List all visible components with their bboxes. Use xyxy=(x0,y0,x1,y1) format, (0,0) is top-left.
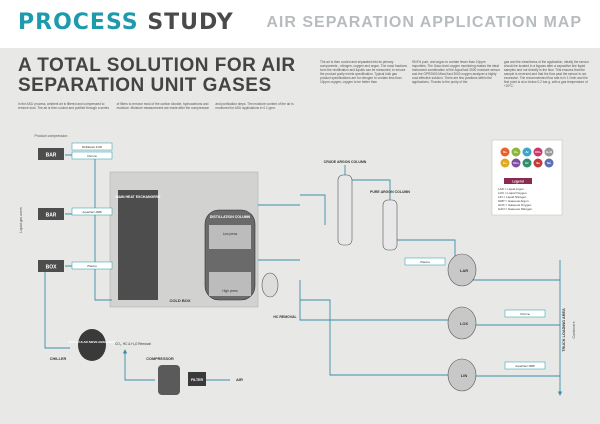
tank-lin[interactable]: LIN xyxy=(447,358,477,392)
legend-chip xyxy=(511,158,521,168)
co2-removal-label: CO₂, HC & H₂O Removal xyxy=(115,342,151,346)
legend-chips: N₂ O₂ Ar CO₂ H₂O H₂ CH₄ Kr Xe Ne xyxy=(500,147,554,168)
instrument-chrome: Chrome xyxy=(87,154,97,158)
legend-chip-label: H₂ xyxy=(503,161,507,165)
crude-argon-label: CRUDE ARGON COLUMN xyxy=(324,160,367,164)
instrument-plasma-lar: Plasma xyxy=(420,260,430,264)
lar-label: LAR xyxy=(460,268,468,273)
instrument-multi-exact: MultiExact 4100 xyxy=(82,145,102,149)
instrument-card-4[interactable]: Plasma xyxy=(71,261,113,270)
sieve-label: MOLECULAR SIEVE ABSORBER xyxy=(69,340,117,344)
bar-unit-2[interactable]: BAR xyxy=(38,208,64,220)
legend-chip xyxy=(544,158,554,168)
legend-item: GAN = Gaseous Nitrogen xyxy=(498,207,532,211)
instrument-cards: MultiExact 4100 Chrome AquaXact 1688 Pla… xyxy=(71,142,546,370)
crude-argon-column[interactable]: CRUDE ARGON COLUMN xyxy=(324,160,367,246)
pure-argon-column[interactable]: PURE ARGON COLUMN xyxy=(370,190,410,251)
heat-exchangers-label: MAIN HEAT EXCHANGERS xyxy=(116,195,162,199)
distillation-label: DISTILLATION COLUMN xyxy=(210,215,251,219)
lox-label: LOX xyxy=(460,321,469,326)
legend-chip xyxy=(522,158,532,168)
instrument-card-5[interactable]: Plasma xyxy=(404,257,446,266)
bar-2-label: BAR xyxy=(46,213,57,219)
instrument-aqua-lin: AquaXact 1688 xyxy=(515,364,535,368)
main-title-line1: A TOTAL SOLUTION FOR AIR xyxy=(18,55,296,76)
legend-chip-label: Kr xyxy=(525,161,529,165)
body-text-col2: 99.5% pure, and argon to contain fewer t… xyxy=(412,60,500,84)
high-press-label: High press xyxy=(222,289,238,293)
instrument-card-2[interactable]: Chrome xyxy=(71,151,113,160)
box-unit[interactable]: BOX xyxy=(38,260,64,272)
cold-box-label: COLD BOX xyxy=(169,298,190,303)
main-title-line2: SEPARATION UNIT GASES xyxy=(18,75,272,96)
customers-label: Customers xyxy=(572,321,576,338)
legend-item: LOX = Liquid Oxygen xyxy=(498,191,527,195)
legend-chip xyxy=(522,147,532,157)
filter-label: FILTER xyxy=(191,378,203,382)
instrument-aqua-xact: AquaXact 1688 xyxy=(82,210,102,214)
legend-chip-label: CO₂ xyxy=(535,150,542,154)
intro-text: In the ASU process, ambient air is filte… xyxy=(18,102,294,110)
instrument-card-3[interactable]: AquaXact 1688 xyxy=(71,207,113,216)
legend-chip-label: Ar xyxy=(525,150,529,154)
distillation-column[interactable]: DISTILLATION COLUMN Low press High press xyxy=(204,209,256,301)
brand-part-process: PROCESS xyxy=(18,10,139,35)
filter-unit[interactable]: FILTER xyxy=(188,372,206,386)
instrument-card-7[interactable]: AquaXact 1688 xyxy=(504,361,546,370)
legend-chip-label: CH₄ xyxy=(513,161,519,165)
legend-chip xyxy=(511,147,521,157)
legend: N₂ O₂ Ar CO₂ H₂O H₂ CH₄ Kr Xe Ne Legend LAR = Liq… xyxy=(491,139,563,216)
main-heat-exchangers[interactable]: MAIN HEAT EXCHANGERS xyxy=(116,190,162,300)
legend-chip-label: Xe xyxy=(536,161,540,165)
lin-label: LIN xyxy=(461,373,468,378)
legend-chip-label: H₂O xyxy=(546,150,552,154)
compressor-label: COMPRESSOR xyxy=(146,357,174,361)
legend-chip xyxy=(533,158,543,168)
header: PROCESS STUDY AIR SEPARATION APPLICATION… xyxy=(0,0,600,48)
instrument-card-6[interactable]: Chrome xyxy=(504,309,546,318)
legend-chip-label: Ne xyxy=(547,161,551,165)
instrument-plasma: Plasma xyxy=(87,264,97,268)
low-press-label: Low press xyxy=(223,232,238,236)
legend-item: LIN = Liquid Nitrogen xyxy=(498,195,527,199)
bar-unit-1[interactable]: BAR xyxy=(38,148,64,160)
tank-lar[interactable]: LAR xyxy=(447,253,477,287)
air-label: AIR xyxy=(236,377,243,382)
molecular-sieve[interactable]: MOLECULAR SIEVE ABSORBER xyxy=(69,329,117,361)
main-title: A TOTAL SOLUTION FOR AIR SEPARATION UNIT… xyxy=(18,56,296,96)
bar-1-label: BAR xyxy=(46,153,57,159)
legend-chip xyxy=(544,147,554,157)
hc-removal-label: HC REMOVAL xyxy=(273,315,297,319)
legend-item: GRP = Gaseous Argon xyxy=(498,199,529,203)
box-label: BOX xyxy=(46,265,58,271)
pure-argon-label: PURE ARGON COLUMN xyxy=(370,190,410,194)
truck-loading-label: TRUCK LOADING AREA xyxy=(562,308,566,352)
hc-removal[interactable]: HC REMOVAL xyxy=(261,272,297,319)
compressor[interactable]: COMPRESSOR xyxy=(146,357,180,395)
instrument-chrome-lox: Chrome xyxy=(520,312,530,316)
legend-title: Legend xyxy=(512,180,523,184)
legend-chip-label: N₂ xyxy=(503,150,507,154)
legend-chip xyxy=(500,147,510,157)
body-text-col3: gas and the cleanliness of the applicati… xyxy=(504,60,589,88)
legend-chip xyxy=(500,158,510,168)
legend-item: LAR = Liquid Argon xyxy=(498,187,524,191)
chiller-label: CHILLER xyxy=(50,357,67,361)
legend-item: GOX = Gaseous Oxygen xyxy=(498,203,532,207)
legend-chip xyxy=(533,147,543,157)
instrument-card-1[interactable]: MultiExact 4100 xyxy=(71,142,113,151)
legend-chip-label: O₂ xyxy=(514,150,518,154)
brand-logo: PROCESS STUDY xyxy=(18,10,234,35)
body-text-col1: The air is then cooled and separated int… xyxy=(320,60,407,84)
liquid-gas-users-label: Liquid gas users xyxy=(19,207,23,233)
product-compression-label: Product compression xyxy=(35,134,68,138)
brand-part-study: STUDY xyxy=(147,10,234,35)
tank-lox[interactable]: LOX xyxy=(447,306,477,340)
map-title: AIR SEPARATION APPLICATION MAP xyxy=(266,14,582,31)
